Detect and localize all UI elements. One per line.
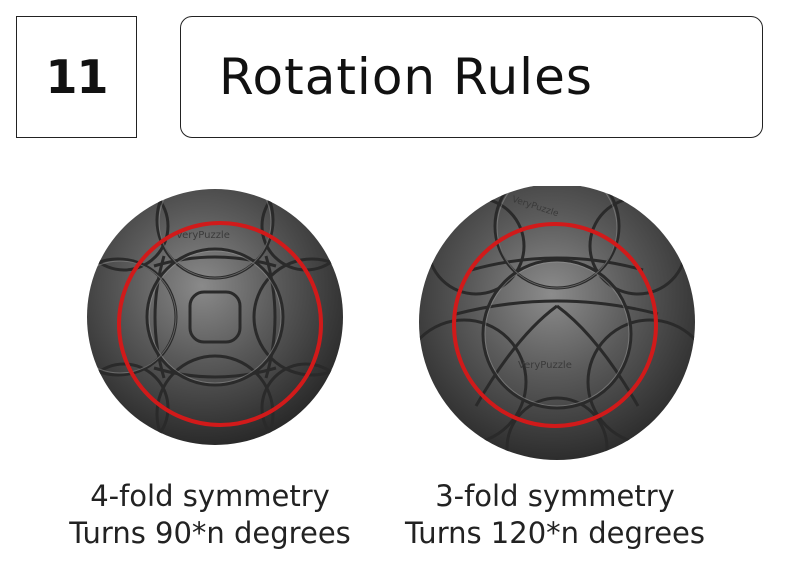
highlight-ring bbox=[117, 221, 323, 427]
caption-3fold-line2: Turns 120*n degrees bbox=[405, 516, 705, 550]
caption-4fold-line2: Turns 90*n degrees bbox=[69, 516, 351, 550]
brand-logo: VeryPuzzle bbox=[518, 360, 572, 371]
step-number-box: 11 bbox=[16, 16, 137, 138]
sphere-body bbox=[419, 186, 695, 460]
page-title: Rotation Rules bbox=[219, 48, 593, 106]
highlight-ring bbox=[452, 222, 658, 428]
caption-4fold-line1: 4-fold symmetry bbox=[90, 479, 330, 513]
caption-4fold: 4-fold symmetry Turns 90*n degrees bbox=[30, 478, 390, 552]
puzzle-sphere-3fold: VeryPuzzle VeryPuzzle bbox=[419, 186, 695, 460]
puzzle-sphere-4fold: VeryPuzzle bbox=[87, 189, 343, 445]
brand-logo: VeryPuzzle bbox=[176, 230, 230, 241]
caption-3fold-line1: 3-fold symmetry bbox=[435, 479, 675, 513]
title-box: Rotation Rules bbox=[180, 16, 763, 138]
sphere-body bbox=[87, 189, 343, 445]
caption-3fold: 3-fold symmetry Turns 120*n degrees bbox=[375, 478, 735, 552]
step-number: 11 bbox=[45, 50, 108, 104]
